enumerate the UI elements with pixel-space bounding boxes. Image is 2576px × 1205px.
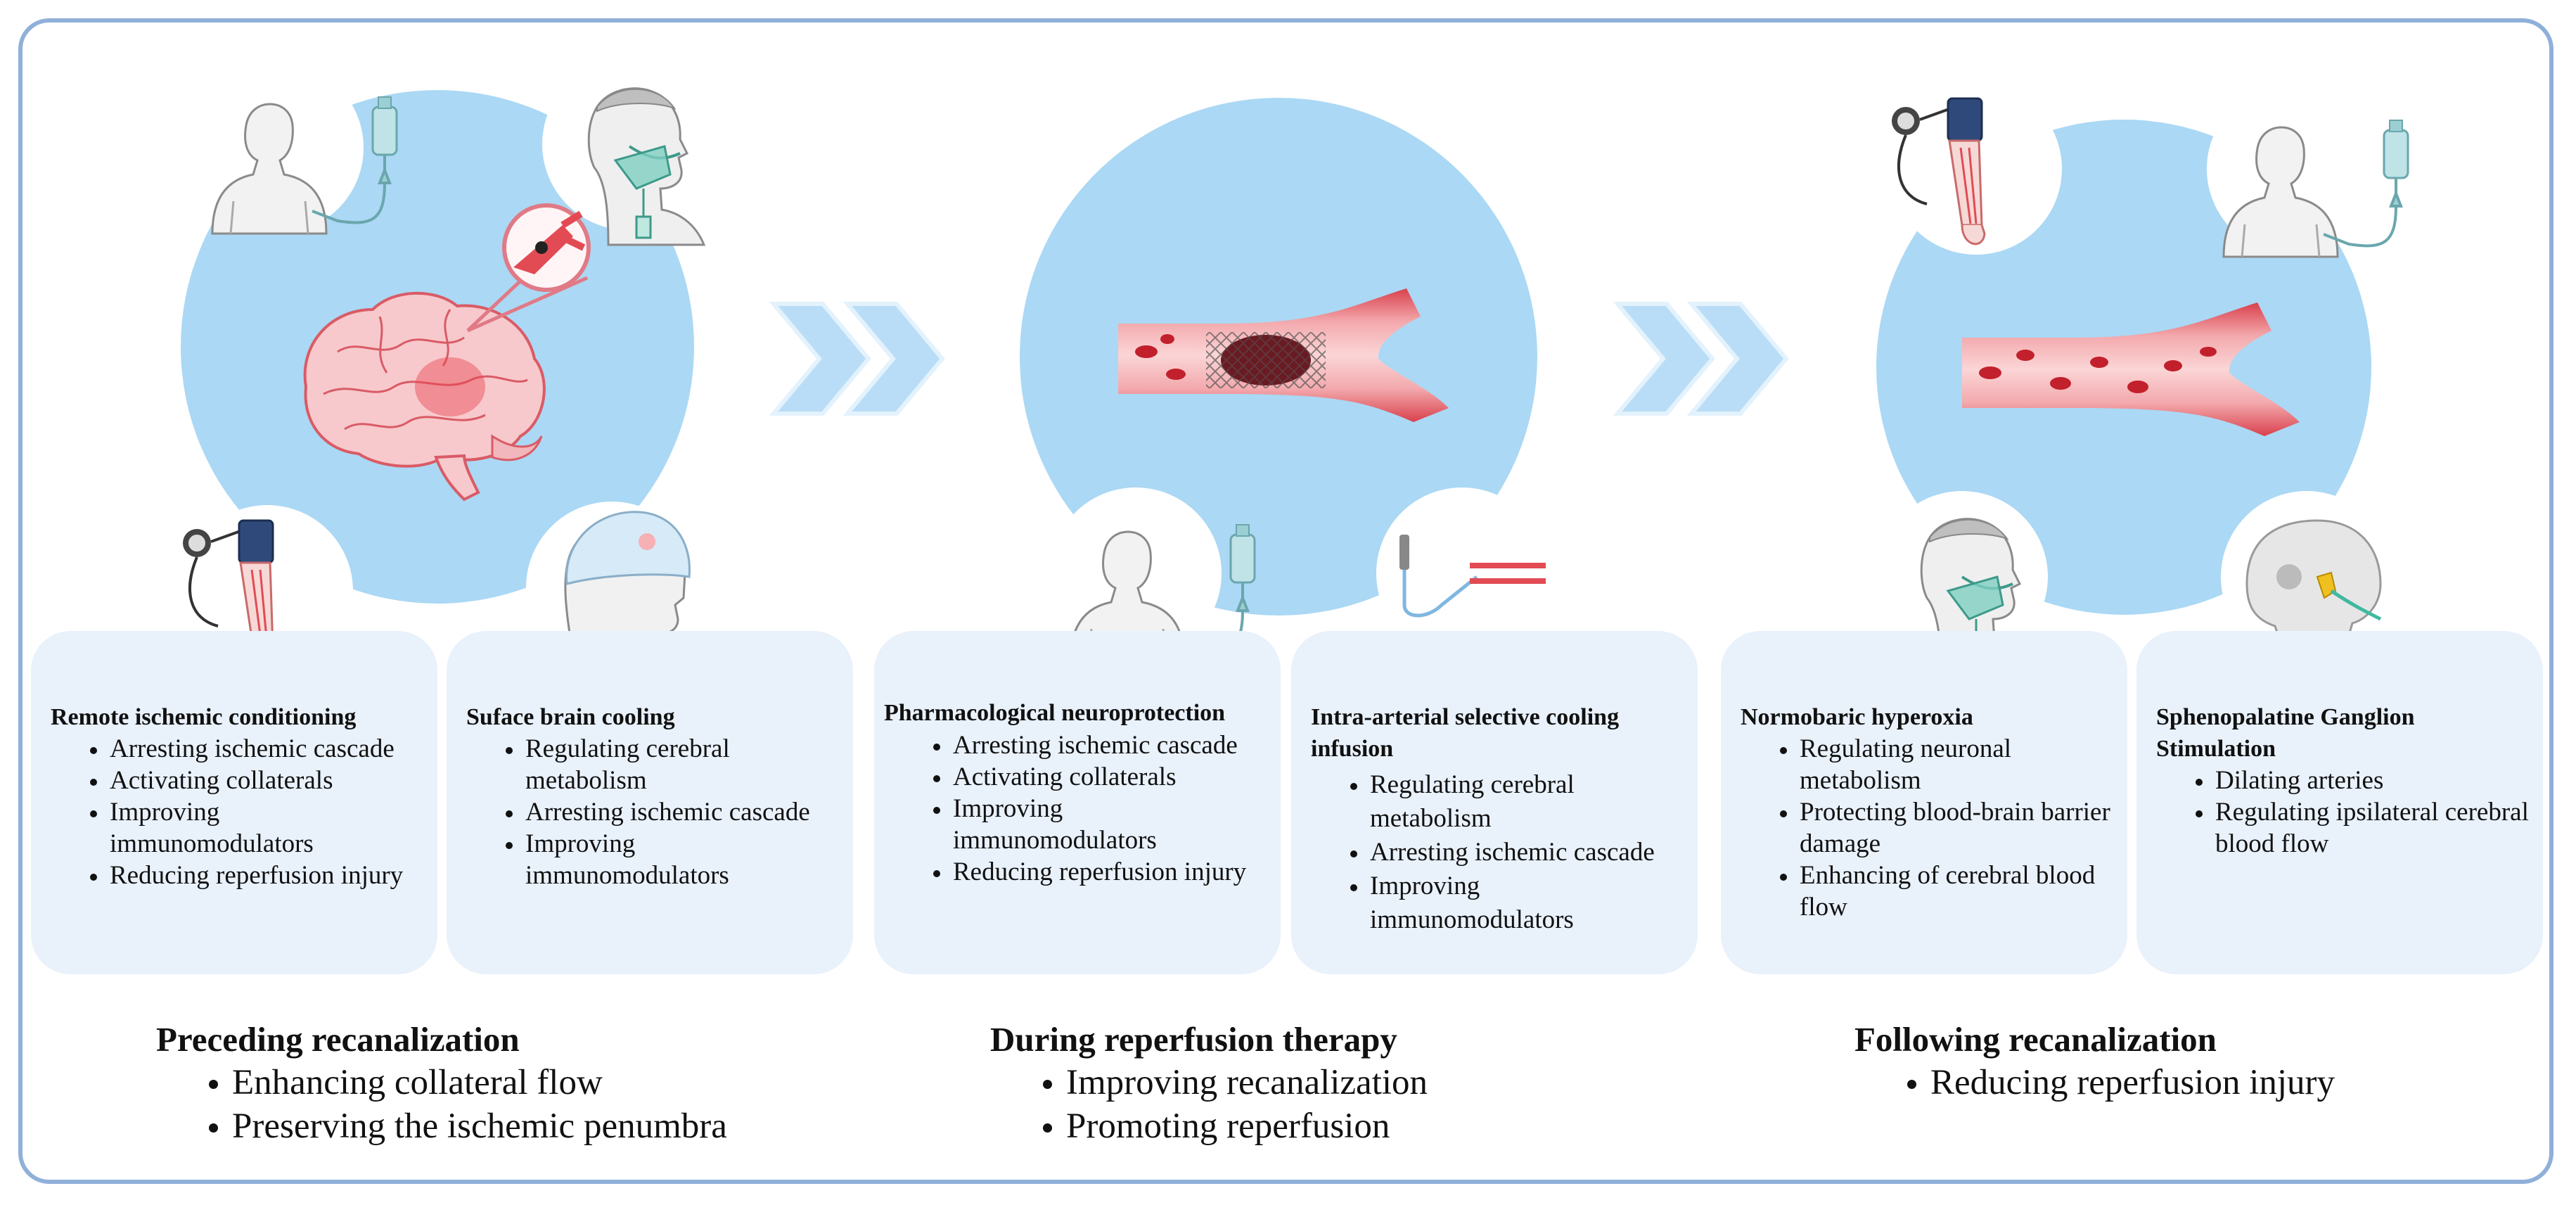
list-item: Regulating cerebral metabolism xyxy=(1369,768,1684,836)
list-item: Reducing reperfusion injury xyxy=(108,860,423,891)
card-normobaric-hyperoxia: Normobaric hyperoxia Regulating neuronal… xyxy=(1721,631,2127,974)
card-title: Normobaric hyperoxia xyxy=(1741,704,1973,730)
phase-title: During reperfusion therapy xyxy=(990,1020,1397,1059)
list-item: Improving immunomodulators xyxy=(524,828,839,891)
phase-list: Enhancing collateral flow Preserving the… xyxy=(156,1061,727,1148)
phase1-circle-group xyxy=(181,58,714,677)
card-list: Arresting ischemic cascade Activating co… xyxy=(894,729,1267,888)
card-title: Sphenopalatine Ganglion Stimulation xyxy=(2156,704,2415,762)
card-list: Regulating cerebral metabolism Arresting… xyxy=(466,733,839,891)
phase-title: Following recanalization xyxy=(1854,1020,2217,1059)
vessel-thrombus-stent-icon xyxy=(1118,288,1449,422)
catheter-icon xyxy=(1399,535,1546,618)
phase-title: Preceding recanalization xyxy=(156,1020,520,1059)
list-item: Regulating cerebral metabolism xyxy=(524,733,839,796)
card-list: Arresting ischemic cascade Activating co… xyxy=(51,733,423,891)
phase-list: Improving recanalization Promoting reper… xyxy=(990,1061,1428,1148)
card-title: Intra-arterial selective cooling infusio… xyxy=(1311,704,1620,762)
list-item: Preserving the ischemic penumbra xyxy=(232,1104,727,1148)
card-sphenopalatine-ganglion-stimulation: Sphenopalatine Ganglion Stimulation Dila… xyxy=(2136,631,2543,974)
phase2-circle-group xyxy=(1020,98,1548,663)
card-list: Regulating neuronal metabolism Protectin… xyxy=(1741,733,2113,923)
card-title: Remote ischemic conditioning xyxy=(51,704,357,730)
vessel-open-icon xyxy=(1962,302,2300,436)
list-item: Enhancing of cerebral blood flow xyxy=(1798,860,2113,923)
list-item: Dilating arteries xyxy=(2214,765,2529,796)
chevron-right-icon xyxy=(1613,302,1789,416)
card-list: Regulating cerebral metabolism Arresting… xyxy=(1311,768,1684,937)
card-list: Dilating arteries Regulating ipsilateral… xyxy=(2156,765,2529,860)
chevron-right-icon xyxy=(769,302,945,416)
list-item: Regulating neuronal metabolism xyxy=(1798,733,2113,796)
list-item: Improving immunomodulators xyxy=(951,793,1267,856)
phase-following-recanalization: Following recanalization Reducing reperf… xyxy=(1854,1019,2335,1104)
list-item: Activating collaterals xyxy=(108,765,423,796)
list-item: Reducing reperfusion injury xyxy=(951,856,1267,888)
phase-during-reperfusion-therapy: During reperfusion therapy Improving rec… xyxy=(990,1019,1428,1148)
phase-preceding-recanalization: Preceding recanalization Enhancing colla… xyxy=(156,1019,727,1148)
list-item: Enhancing collateral flow xyxy=(232,1061,727,1104)
diagram-frame xyxy=(18,18,2553,1184)
list-item: Protecting blood-brain barrier damage xyxy=(1798,796,2113,860)
card-surface-brain-cooling: Suface brain cooling Regulating cerebral… xyxy=(447,631,853,974)
list-item: Arresting ischemic cascade xyxy=(108,733,423,765)
cooling-helmet-icon xyxy=(564,511,691,663)
list-item: Regulating ipsilateral cerebral blood fl… xyxy=(2214,796,2529,860)
brain-icon xyxy=(303,291,546,502)
card-title: Pharmacological neuroprotection xyxy=(884,700,1226,726)
vessel-zoom-inset xyxy=(466,203,591,333)
card-title: Suface brain cooling xyxy=(466,704,675,730)
card-pharmacological-neuroprotection: Pharmacological neuroprotection Arrestin… xyxy=(874,631,1281,974)
phase-list: Reducing reperfusion injury xyxy=(1854,1061,2335,1104)
list-item: Arresting ischemic cascade xyxy=(524,796,839,828)
list-item: Reducing reperfusion injury xyxy=(1930,1061,2335,1104)
list-item: Improving immunomodulators xyxy=(1369,869,1684,937)
list-item: Improving recanalization xyxy=(1066,1061,1428,1104)
skull-ganglion-icon xyxy=(2245,519,2382,649)
list-item: Arresting ischemic cascade xyxy=(1369,836,1684,869)
list-item: Arresting ischemic cascade xyxy=(951,729,1267,761)
card-intra-arterial-selective-cooling: Intra-arterial selective cooling infusio… xyxy=(1291,631,1698,974)
card-remote-ischemic-conditioning: Remote ischemic conditioning Arresting i… xyxy=(31,631,437,974)
list-item: Activating collaterals xyxy=(951,761,1267,793)
list-item: Improving immunomodulators xyxy=(108,796,423,860)
phase3-circle-group xyxy=(1876,83,2409,677)
list-item: Promoting reperfusion xyxy=(1066,1104,1428,1148)
